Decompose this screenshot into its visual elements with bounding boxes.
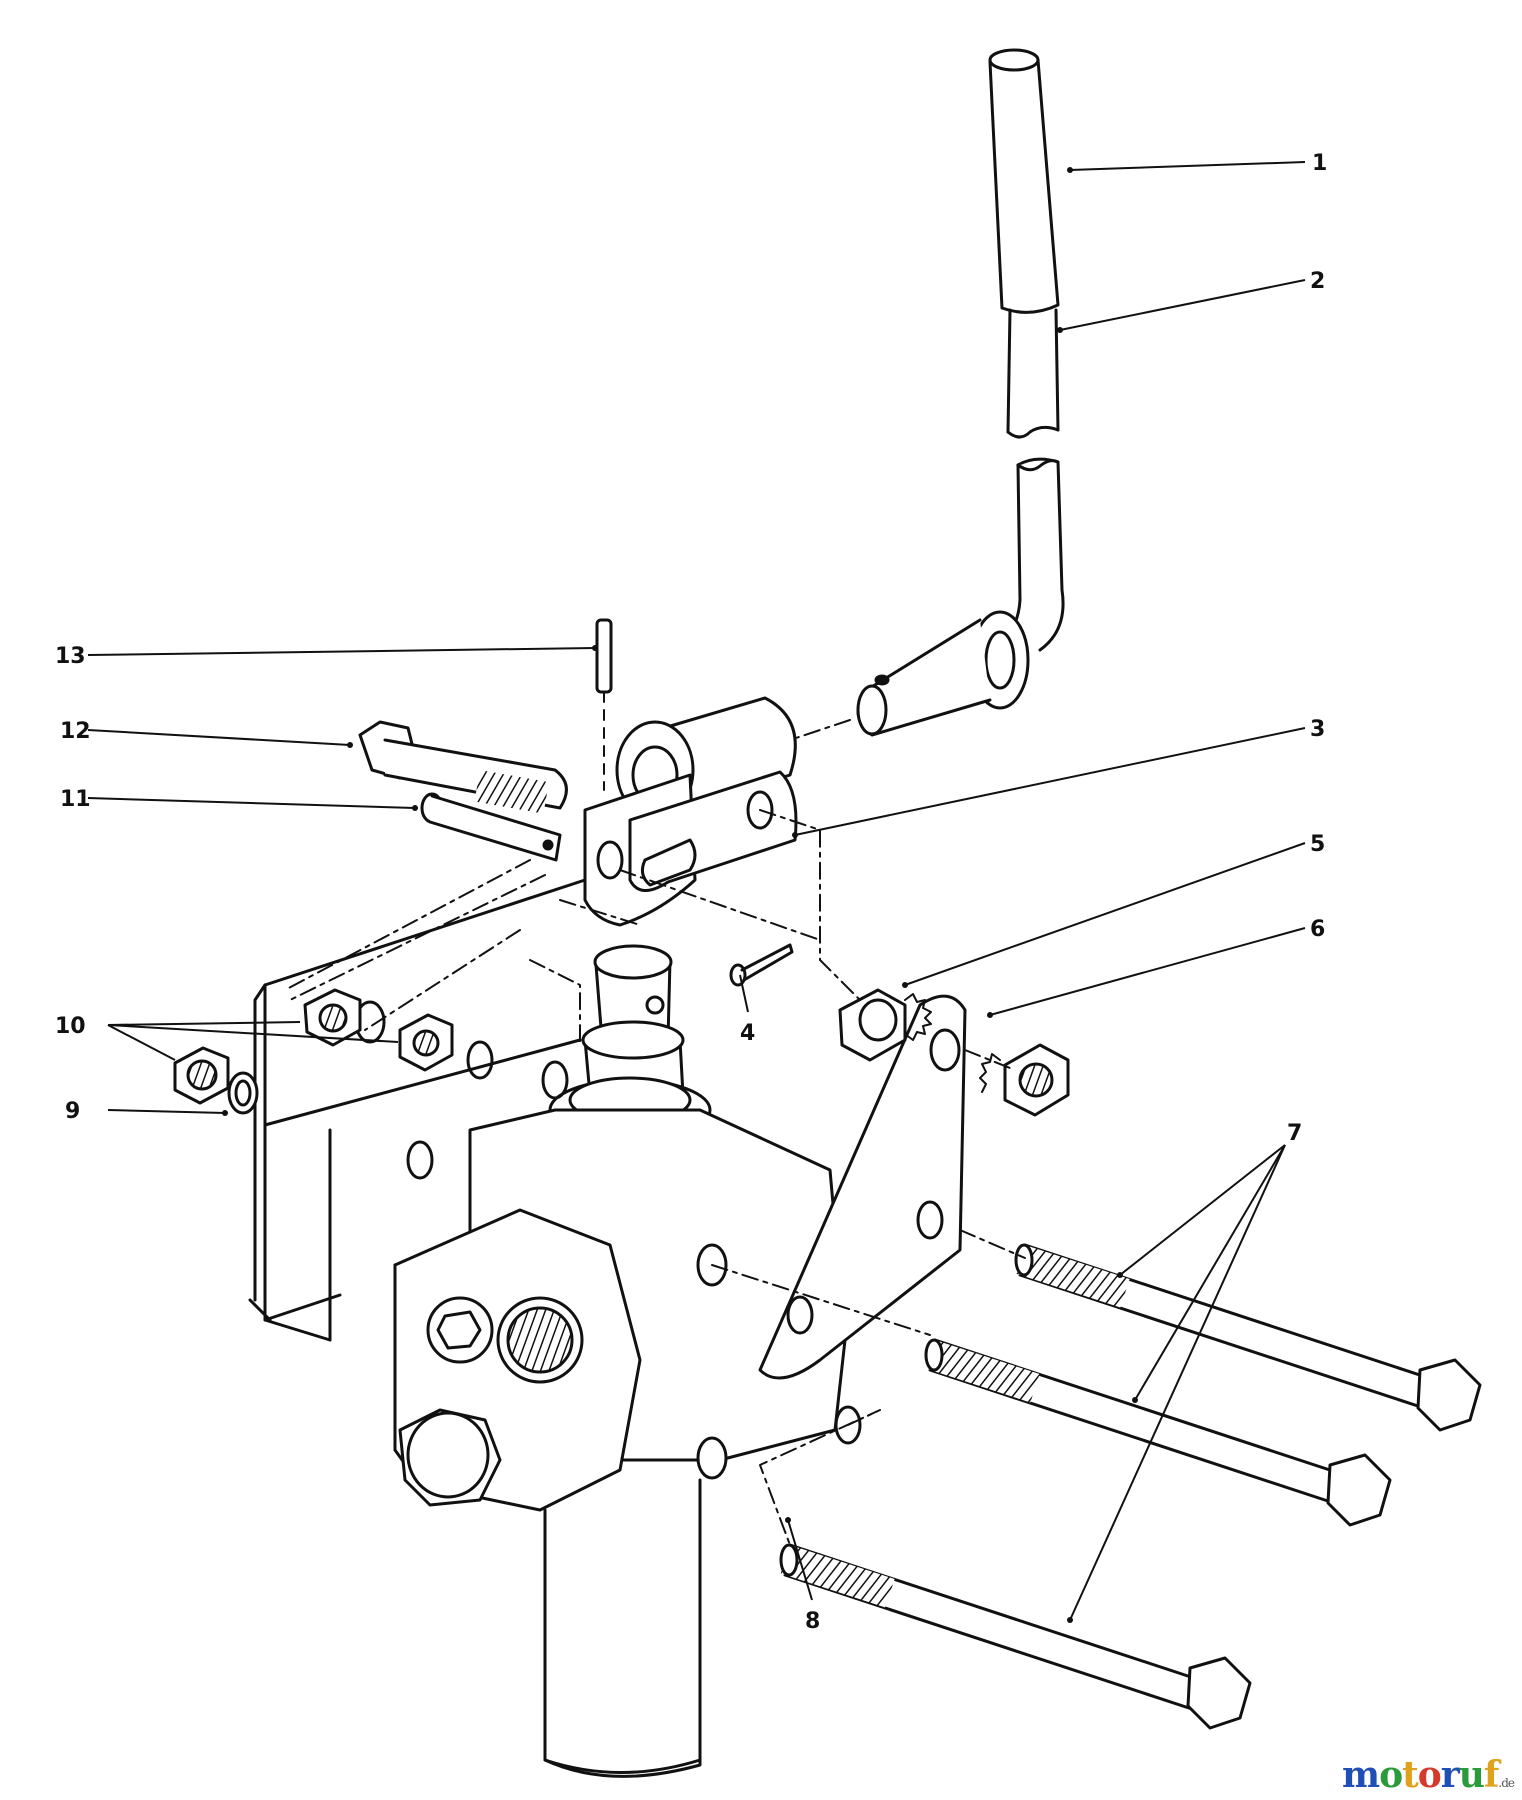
callout-9: 9 (65, 1099, 80, 1124)
frame-bracket (248, 878, 587, 1342)
lock-nut-6 (979, 1043, 1070, 1117)
watermark-letter: r (1440, 1754, 1460, 1796)
lever-rod (856, 308, 1065, 737)
nut-10-b (398, 1013, 454, 1072)
watermark-logo: motoruf.de (1341, 1754, 1515, 1796)
callout-12: 12 (60, 719, 91, 744)
watermark-text: motoruf (1341, 1754, 1499, 1796)
watermark-letter: u (1458, 1754, 1485, 1796)
valve-body (393, 1108, 862, 1778)
nut-10-a (303, 988, 362, 1047)
bolt-7-middle (924, 1338, 1392, 1527)
lock-nut-5 (838, 988, 932, 1062)
mounting-plate (758, 994, 967, 1380)
watermark-letter: t (1402, 1754, 1419, 1796)
callout-5: 5 (1310, 832, 1325, 857)
watermark-letter: o (1379, 1754, 1403, 1796)
cap-screw-12 (358, 720, 568, 814)
leader-lines (87, 161, 1306, 1621)
roll-pin-13 (595, 618, 613, 791)
callout-6: 6 (1310, 917, 1325, 942)
assembly-lines (284, 719, 1026, 1546)
watermark-letter: m (1341, 1754, 1380, 1796)
callout-3: 3 (1310, 717, 1325, 742)
lock-washer-9 (227, 1071, 259, 1115)
bolt-8-lower (779, 1543, 1252, 1730)
callout-2: 2 (1310, 269, 1325, 294)
clevis-pin-11 (420, 792, 562, 862)
callout-7: 7 (1287, 1121, 1302, 1146)
callout-1: 1 (1312, 151, 1327, 176)
bolt-7-upper (1014, 1243, 1482, 1432)
callout-labels: 1 2 3 4 5 6 7 8 9 10 11 12 13 (55, 151, 1327, 1634)
callout-4: 4 (740, 1021, 755, 1046)
watermark-letter: f (1483, 1754, 1499, 1796)
callout-10: 10 (55, 1014, 86, 1039)
watermark-suffix: .de (1498, 1776, 1515, 1790)
callout-11: 11 (60, 787, 91, 812)
nut-10-c (173, 1046, 230, 1105)
watermark-letter: o (1417, 1754, 1442, 1796)
lever-knob (988, 48, 1060, 314)
callout-13: 13 (55, 644, 86, 669)
callout-8: 8 (805, 1609, 820, 1634)
